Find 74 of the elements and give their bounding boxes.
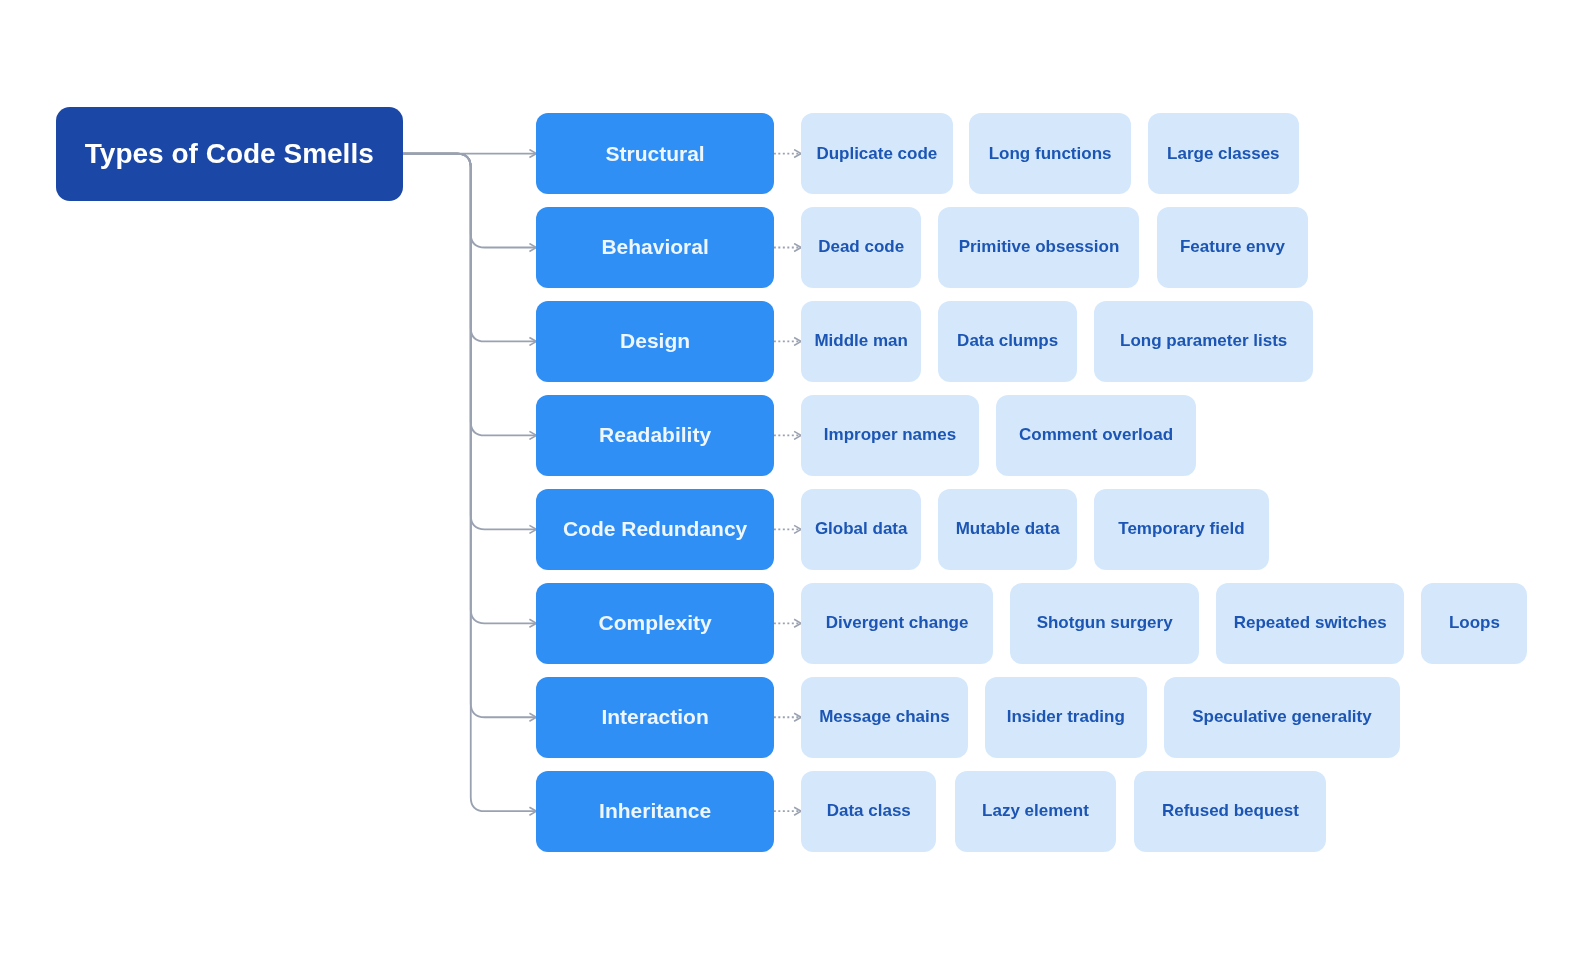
smell-box: [954, 770, 1117, 852]
category-box: [536, 770, 774, 852]
smell-box: [801, 207, 922, 288]
smell-box: [1216, 582, 1405, 664]
category-box: [536, 582, 774, 664]
smell-box: [1421, 582, 1528, 664]
category-box: [536, 301, 774, 382]
category-box: [536, 207, 774, 288]
smell-box: [801, 770, 937, 852]
smell-label: Shotgun surgery: [1036, 613, 1173, 634]
category-label: Behavioral: [601, 235, 709, 260]
dotted-arrow: [772, 430, 802, 441]
smell-label: Loops: [1448, 613, 1500, 634]
category-label: Readability: [599, 423, 712, 448]
smell-label: Duplicate code: [816, 143, 938, 164]
smell-label: Refused bequest: [1161, 801, 1299, 822]
smell-box: [1010, 582, 1200, 664]
smell-box: [1094, 488, 1269, 570]
category-box: [536, 676, 774, 758]
smell-label: Long functions: [988, 143, 1112, 164]
smell-label: Data clumps: [957, 331, 1059, 352]
smell-box: [801, 395, 979, 476]
smell-label: Long parameter lists: [1120, 331, 1288, 352]
smell-box: [801, 582, 993, 664]
category-box: [536, 113, 774, 194]
category-label: Complexity: [598, 611, 712, 636]
smell-label: Comment overload: [1019, 425, 1174, 446]
smell-box: [938, 301, 1077, 382]
smell-label: Lazy element: [982, 801, 1089, 822]
category-label: Inheritance: [599, 799, 712, 824]
smell-box: [801, 676, 968, 758]
dotted-arrow: [772, 712, 802, 723]
smell-box: [801, 113, 953, 194]
smell-box: [938, 207, 1140, 288]
smell-label: Temporary field: [1118, 519, 1245, 540]
smell-label: Speculative generality: [1192, 707, 1372, 728]
smell-box: [801, 488, 922, 570]
dotted-arrow: [772, 242, 802, 253]
category-label: Design: [620, 329, 691, 354]
smell-label: Feature envy: [1180, 237, 1285, 258]
smell-label: Large classes: [1167, 143, 1280, 164]
smell-box: [938, 488, 1077, 570]
category-label: Structural: [605, 141, 705, 166]
smell-label: Mutable data: [955, 519, 1060, 540]
root-box: [55, 106, 404, 201]
smell-label: Primitive obsession: [958, 237, 1120, 258]
dotted-arrow: [772, 148, 802, 159]
category-box: [536, 488, 774, 570]
smell-label: Data class: [826, 801, 911, 822]
dotted-arrow: [772, 618, 802, 629]
smell-box: [1094, 301, 1314, 382]
smell-box: [1134, 770, 1327, 852]
smell-box: [996, 395, 1197, 476]
category-label: Interaction: [601, 705, 709, 730]
smell-box: [1147, 113, 1300, 194]
category-box: [536, 395, 774, 476]
smell-box: [1156, 207, 1309, 288]
smell-label: Insider trading: [1006, 707, 1125, 728]
title-text: Types of Code Smells: [84, 137, 374, 170]
smell-box: [801, 301, 922, 382]
dotted-arrow: [772, 336, 802, 347]
smell-label: Middle man: [814, 331, 908, 352]
smell-label: Divergent change: [825, 613, 969, 634]
smell-label: Global data: [814, 519, 908, 540]
smell-label: Message chains: [819, 707, 950, 728]
dotted-arrow: [772, 806, 802, 816]
smell-label: Repeated switches: [1233, 613, 1387, 634]
dotted-arrow: [772, 524, 802, 535]
category-label: Code Redundancy: [562, 517, 748, 542]
smell-box: [984, 676, 1147, 758]
smell-box: [968, 113, 1132, 194]
smell-label: Dead code: [818, 237, 905, 258]
smell-label: Improper names: [823, 425, 957, 446]
smell-box: [1163, 676, 1401, 758]
